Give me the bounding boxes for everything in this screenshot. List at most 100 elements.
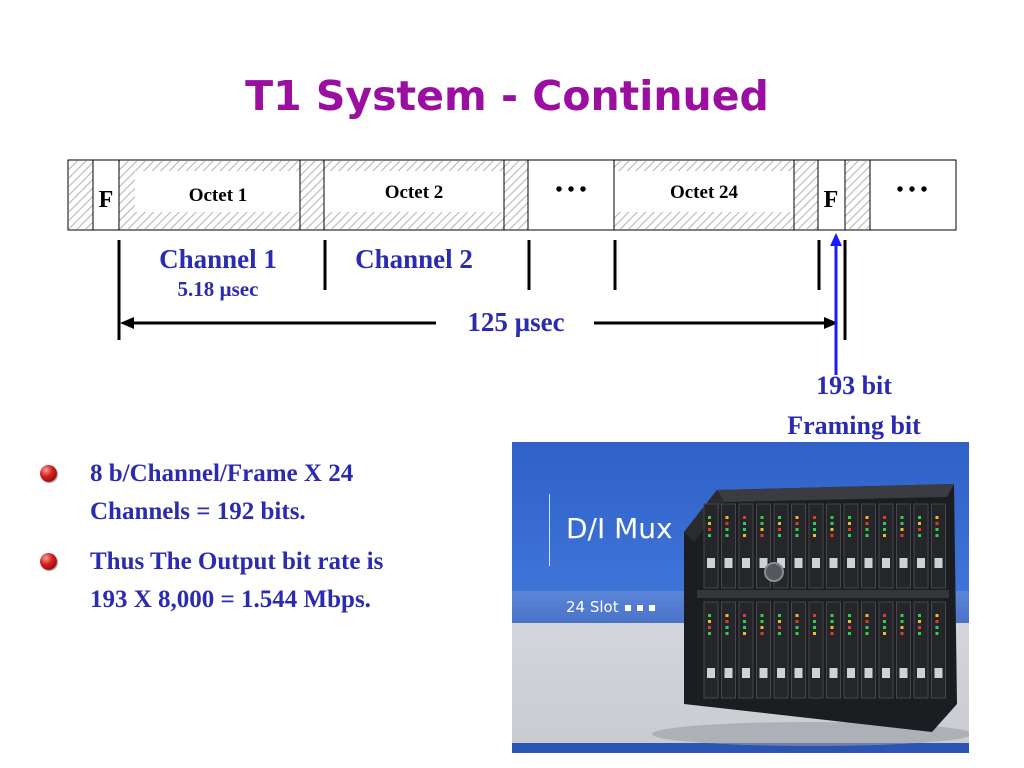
channel-2-label: Channel 2	[355, 244, 473, 274]
octet-2-label: Octet 2	[385, 182, 444, 203]
chassis-led	[760, 522, 764, 525]
chassis-led	[795, 522, 799, 525]
chassis-led	[830, 534, 834, 537]
chassis-led	[708, 626, 711, 629]
chassis-led	[830, 626, 834, 629]
chassis-led	[865, 516, 869, 519]
chassis-led	[830, 516, 834, 519]
chassis-led	[865, 522, 869, 525]
chassis-led	[935, 516, 939, 519]
chassis-led	[743, 516, 746, 519]
guard-segment	[324, 212, 504, 229]
chassis-led	[830, 620, 834, 623]
guard-segment	[135, 161, 300, 171]
guard-segment	[119, 161, 135, 229]
chassis-led	[743, 528, 746, 531]
bullet-icon	[40, 553, 57, 570]
octet-box	[328, 172, 500, 212]
chassis-led	[795, 626, 799, 629]
chassis-led	[935, 522, 939, 525]
chassis-led	[830, 632, 834, 635]
chassis-led	[883, 528, 886, 531]
slide-title: T1 System - Continued	[245, 72, 769, 120]
chassis-port	[934, 558, 943, 568]
chassis-led	[813, 626, 816, 629]
chassis-port	[847, 558, 855, 568]
chassis-led	[883, 626, 886, 629]
chassis-led	[848, 534, 851, 537]
chassis-led	[848, 516, 851, 519]
chassis-led	[918, 516, 921, 519]
framing-bit-pointer-head	[830, 233, 842, 246]
chassis-led	[743, 534, 746, 537]
chassis-port	[794, 668, 803, 678]
chassis-port	[812, 558, 820, 568]
mux-chassis-illustration	[652, 484, 969, 746]
chassis-led	[760, 528, 764, 531]
framing-bit-label: F	[99, 187, 114, 213]
chassis-led	[865, 528, 869, 531]
chassis-led	[725, 626, 729, 629]
chassis-port	[899, 558, 908, 568]
chassis-port	[917, 668, 925, 678]
frame-duration-label: 125 µsec	[467, 307, 564, 337]
chassis-port	[777, 668, 785, 678]
chassis-led	[900, 516, 904, 519]
chassis-led	[725, 516, 729, 519]
chassis-led	[795, 534, 799, 537]
chassis-led	[708, 528, 711, 531]
chassis-led	[743, 614, 746, 617]
chassis-led	[813, 516, 816, 519]
chassis-port	[847, 668, 855, 678]
chassis-port	[707, 668, 715, 678]
chassis-led	[900, 522, 904, 525]
chassis-led	[778, 626, 781, 629]
chassis-led	[848, 632, 851, 635]
chassis-led	[865, 620, 869, 623]
product-image: D/I Mux 24 Slot	[512, 442, 969, 753]
chassis-led	[708, 534, 711, 537]
chassis-led	[778, 534, 781, 537]
chassis-led	[935, 626, 939, 629]
guard-segment	[614, 212, 794, 229]
chassis-led	[900, 632, 904, 635]
chassis-led	[830, 614, 834, 617]
product-divider	[549, 494, 550, 566]
guard-segment	[324, 161, 504, 171]
chassis-led	[883, 522, 886, 525]
chassis-led	[795, 528, 799, 531]
guard-segment	[135, 212, 300, 229]
chassis-led	[918, 620, 921, 623]
chassis-port	[724, 668, 733, 678]
chassis-led	[918, 614, 921, 617]
chassis-port	[794, 558, 803, 568]
chassis-led	[935, 614, 939, 617]
chassis-led	[918, 626, 921, 629]
chassis-led	[865, 534, 869, 537]
channel-1-label: Channel 1	[159, 244, 277, 274]
chassis-led	[743, 620, 746, 623]
chassis-led	[760, 620, 764, 623]
chassis-led	[848, 614, 851, 617]
chassis-led	[848, 528, 851, 531]
t1-frame-diagram: F Octet 1 Octet 2 • • • Octet 24 F • • •…	[67, 159, 957, 440]
chassis-led	[708, 632, 711, 635]
chassis-led	[900, 626, 904, 629]
chassis-led	[918, 632, 921, 635]
chassis-led	[760, 534, 764, 537]
chassis-led	[813, 534, 816, 537]
chassis-led	[900, 534, 904, 537]
guard-segment	[794, 161, 818, 229]
bullet-line: Channels = 192 bits.	[90, 498, 306, 525]
chassis-led	[708, 516, 711, 519]
chassis-led	[778, 620, 781, 623]
framing-bit-caption-line1: 193 bit	[816, 371, 892, 400]
bullet-line: Thus The Output bit rate is	[90, 548, 384, 575]
chassis-led	[778, 614, 781, 617]
octet-box	[140, 172, 296, 212]
chassis-led	[935, 528, 939, 531]
chassis-port	[777, 558, 785, 568]
chassis-led	[760, 626, 764, 629]
chassis-led	[883, 534, 886, 537]
chassis-led	[865, 632, 869, 635]
